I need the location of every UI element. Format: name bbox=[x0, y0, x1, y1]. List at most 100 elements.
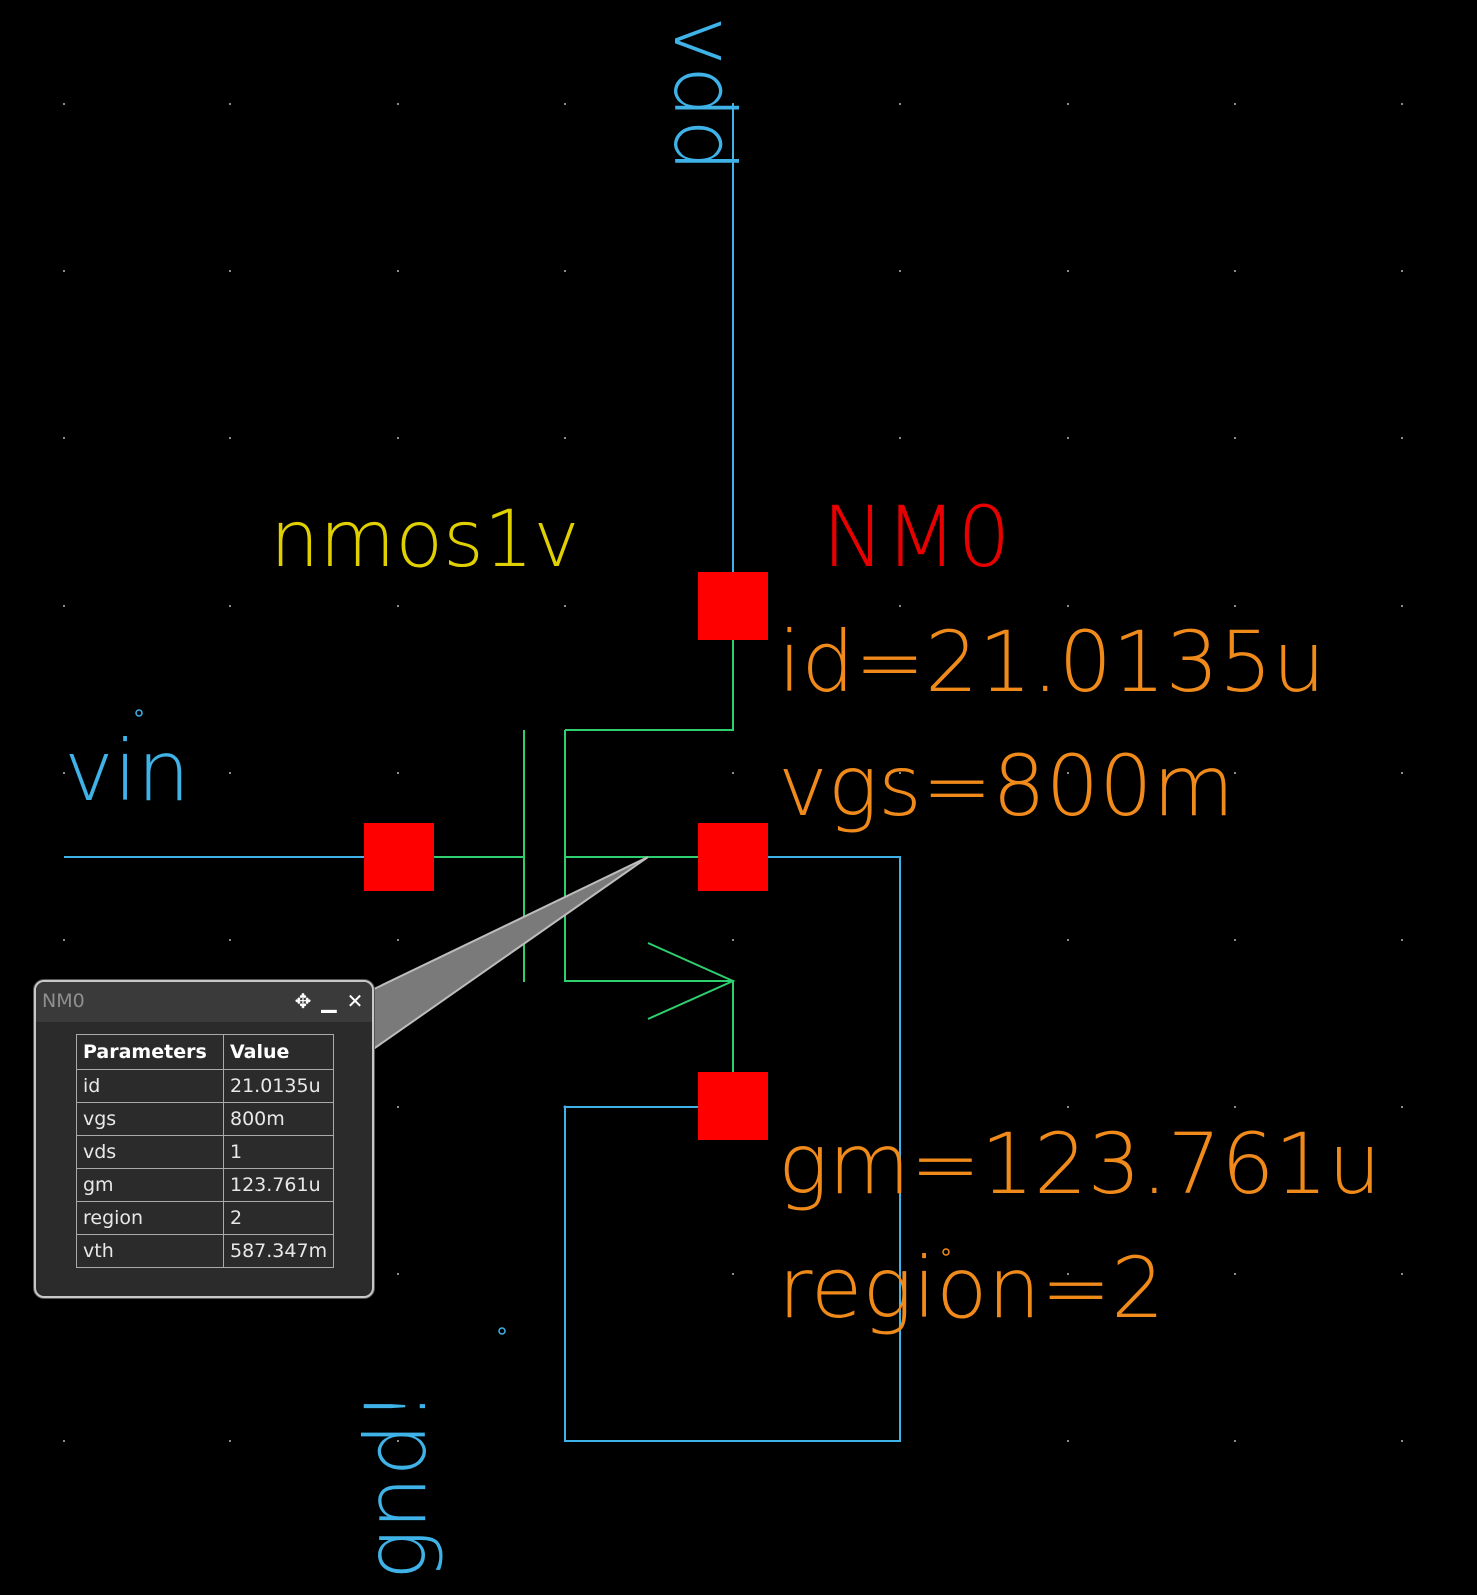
grid-dot bbox=[899, 270, 901, 272]
grid-dot bbox=[1067, 437, 1069, 439]
table-row: region 2 bbox=[76, 1201, 335, 1235]
cell-name-label: nmos1v bbox=[270, 495, 580, 585]
grid-dot bbox=[397, 1273, 399, 1275]
table-row: vgs 800m bbox=[76, 1102, 335, 1136]
grid-dot bbox=[229, 103, 231, 105]
popup-controls: ✥ ▁ ✕ bbox=[292, 988, 366, 1014]
move-icon[interactable]: ✥ bbox=[294, 989, 312, 1013]
grid-dot bbox=[1401, 1273, 1403, 1275]
grid-dot bbox=[397, 270, 399, 272]
table-row: id 21.0135u bbox=[76, 1069, 335, 1103]
param-name: id bbox=[76, 1069, 224, 1103]
grid-dot bbox=[397, 939, 399, 941]
vin-label: vin bbox=[64, 722, 190, 820]
grid-dot bbox=[564, 605, 566, 607]
grid-dot bbox=[1067, 939, 1069, 941]
grid-dot bbox=[1067, 270, 1069, 272]
param-name: region bbox=[76, 1201, 224, 1235]
grid-dot bbox=[63, 772, 65, 774]
grid-dot bbox=[732, 939, 734, 941]
instance-name-label: NM0 bbox=[822, 488, 1011, 586]
grid-dot bbox=[1401, 270, 1403, 272]
param-name: vgs bbox=[76, 1102, 224, 1136]
param-value: 21.0135u bbox=[222, 1069, 335, 1103]
grid-dot bbox=[1234, 437, 1236, 439]
grid-dot bbox=[229, 939, 231, 941]
grid-dot bbox=[1067, 103, 1069, 105]
grid-dot bbox=[63, 1440, 65, 1442]
grid-dot bbox=[1401, 1440, 1403, 1442]
param-name: vth bbox=[76, 1234, 224, 1268]
param-name: vds bbox=[76, 1135, 224, 1169]
grid-dot bbox=[1067, 1273, 1069, 1275]
grid-dot bbox=[564, 103, 566, 105]
annotation-origin-marker bbox=[942, 1248, 950, 1256]
grid-dot bbox=[1401, 939, 1403, 941]
grid-dot bbox=[397, 437, 399, 439]
grid-dot bbox=[1401, 605, 1403, 607]
grid-dot bbox=[63, 103, 65, 105]
grid-dot bbox=[397, 1440, 399, 1442]
grid-dot bbox=[1067, 1106, 1069, 1108]
grid-dot bbox=[1067, 1440, 1069, 1442]
grid-dot bbox=[899, 772, 901, 774]
instance-info-popup[interactable]: NM0 ✥ ▁ ✕ Parameters Value id 21.0135u v… bbox=[34, 980, 374, 1298]
grid-dot bbox=[1401, 1106, 1403, 1108]
grid-dot bbox=[1234, 1106, 1236, 1108]
param-value: 123.761u bbox=[222, 1168, 335, 1202]
grid-dot bbox=[229, 437, 231, 439]
table-row: vds 1 bbox=[76, 1135, 335, 1169]
grid-dot bbox=[1234, 939, 1236, 941]
header-value: Value bbox=[222, 1034, 335, 1070]
gnd-label: gnd! bbox=[347, 1389, 445, 1580]
param-value: 587.347m bbox=[222, 1234, 335, 1268]
grid-dot bbox=[229, 772, 231, 774]
annotation-id: id=21.0135u bbox=[778, 613, 1326, 711]
grid-dot bbox=[397, 1106, 399, 1108]
grid-dot bbox=[899, 103, 901, 105]
grid-dot bbox=[1234, 1273, 1236, 1275]
grid-dot bbox=[564, 437, 566, 439]
drain-pin[interactable] bbox=[698, 572, 768, 640]
param-value: 1 bbox=[222, 1135, 335, 1169]
grid-dot bbox=[397, 772, 399, 774]
annotation-region: region=2 bbox=[778, 1239, 1165, 1337]
nmos-device-symbol[interactable] bbox=[432, 639, 736, 1072]
popup-title: NM0 bbox=[42, 990, 85, 1012]
bulk-wire[interactable] bbox=[564, 856, 901, 1442]
grid-dot bbox=[1401, 772, 1403, 774]
bulk-pin[interactable] bbox=[698, 823, 768, 891]
grid-dot bbox=[732, 1273, 734, 1275]
grid-dot bbox=[1067, 772, 1069, 774]
grid-dot bbox=[229, 270, 231, 272]
grid-dot bbox=[63, 605, 65, 607]
vdd-label: vdd bbox=[655, 16, 753, 172]
grid-dot bbox=[1234, 772, 1236, 774]
table-header-row: Parameters Value bbox=[76, 1034, 335, 1070]
grid-dot bbox=[899, 605, 901, 607]
minimize-icon[interactable]: ▁ bbox=[321, 989, 337, 1013]
grid-dot bbox=[1234, 103, 1236, 105]
gate-pin[interactable] bbox=[364, 823, 434, 891]
source-pin[interactable] bbox=[698, 1072, 768, 1140]
annotation-vgs: vgs=800m bbox=[778, 737, 1234, 835]
grid-dot bbox=[1401, 103, 1403, 105]
wire-junction-marker bbox=[563, 1105, 567, 1109]
grid-dot bbox=[229, 605, 231, 607]
table-row: vth 587.347m bbox=[76, 1234, 335, 1268]
parameters-table: Parameters Value id 21.0135u vgs 800m vd… bbox=[76, 1034, 335, 1268]
grid-dot bbox=[1234, 270, 1236, 272]
grid-dot bbox=[63, 437, 65, 439]
param-value: 800m bbox=[222, 1102, 335, 1136]
grid-dot bbox=[63, 939, 65, 941]
param-name: gm bbox=[76, 1168, 224, 1202]
grid-dot bbox=[1234, 605, 1236, 607]
close-icon[interactable]: ✕ bbox=[346, 989, 364, 1013]
table-row: gm 123.761u bbox=[76, 1168, 335, 1202]
grid-dot bbox=[229, 1440, 231, 1442]
grid-dot bbox=[63, 270, 65, 272]
popup-title-bar[interactable]: NM0 ✥ ▁ ✕ bbox=[36, 982, 372, 1022]
grid-dot bbox=[397, 103, 399, 105]
annotation-gm: gm=123.761u bbox=[778, 1115, 1381, 1213]
